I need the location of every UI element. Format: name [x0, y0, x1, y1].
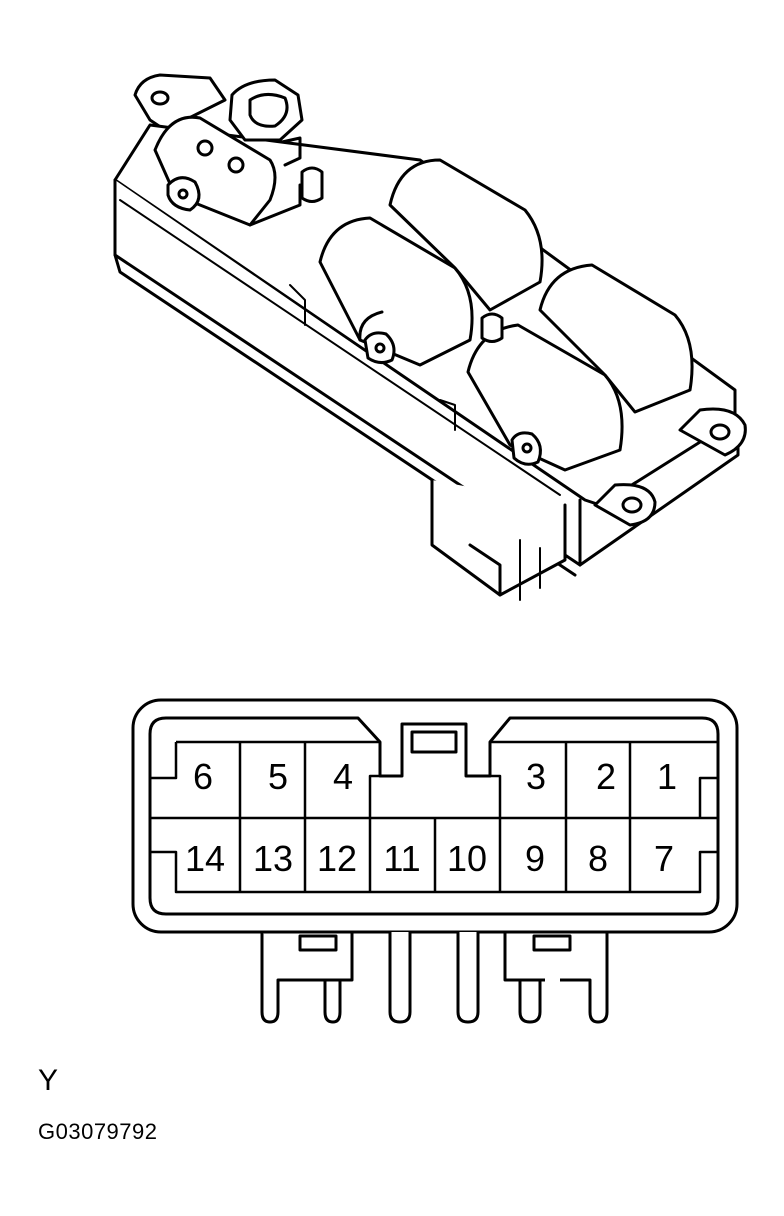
pin-labels-top: 6 5 4 3 2 1 [193, 756, 677, 797]
door-lock-switch [153, 115, 302, 227]
pin-label: 6 [193, 756, 213, 797]
pin-label: 8 [588, 838, 608, 879]
indicator-pin [300, 166, 324, 203]
connector-face-diagram: 6 5 4 3 2 1 14 13 12 11 10 9 8 7 [131, 698, 739, 1024]
pin-label: 14 [185, 838, 225, 879]
terminal-legs [260, 932, 609, 1024]
connector-outer-housing [131, 698, 739, 934]
pin-grid-bottom-row [150, 818, 718, 894]
pin-label: 7 [654, 838, 674, 879]
window-switch-assembly-illustration [113, 73, 747, 601]
pin-labels-bottom: 14 13 12 11 10 9 8 7 [185, 838, 674, 879]
pin-label: 2 [596, 756, 616, 797]
pin-label: 5 [268, 756, 288, 797]
window-lock-button [228, 78, 304, 167]
view-label: Y [38, 1064, 59, 1097]
pin-label: 4 [333, 756, 353, 797]
pin-label: 11 [383, 838, 420, 879]
latch-window [410, 730, 458, 754]
window-switch-passenger [388, 158, 544, 312]
connector-shroud [430, 478, 567, 601]
pin-label: 1 [657, 756, 677, 797]
pin-grid-top-row [150, 740, 718, 818]
mounting-ear-bottom-right [593, 483, 657, 527]
pin-label: 10 [447, 838, 487, 879]
pin-label: 9 [525, 838, 545, 879]
window-switch-rear-right [538, 263, 694, 414]
figure-code: G03079792 [38, 1119, 158, 1144]
center-pin [480, 312, 504, 343]
mounting-ear-top-left [133, 73, 227, 132]
mounting-ear-right [678, 407, 747, 457]
pin-label: 13 [253, 838, 293, 879]
pin-label: 12 [317, 838, 357, 879]
pin-label: 3 [526, 756, 546, 797]
